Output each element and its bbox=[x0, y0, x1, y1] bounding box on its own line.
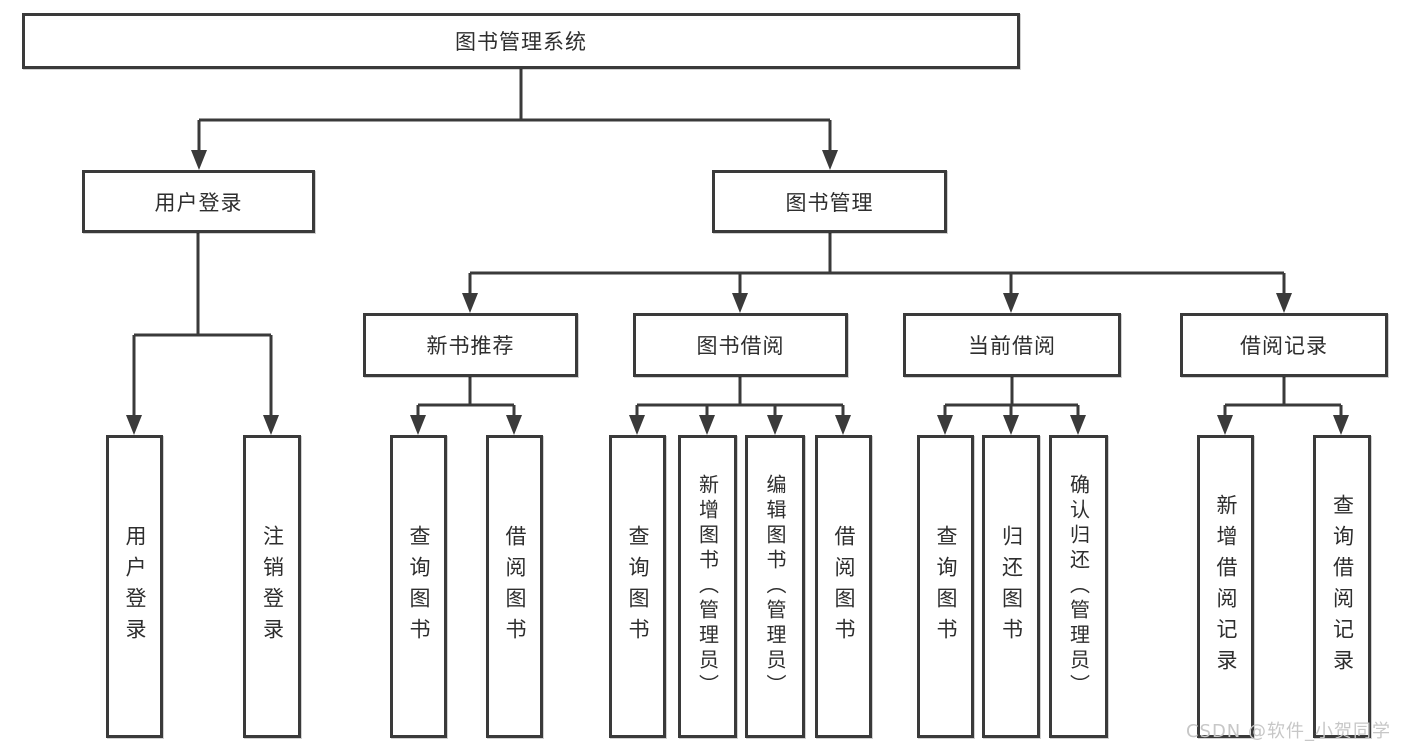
node-library-system: 图书管理系统 bbox=[22, 13, 1020, 69]
leaf-label: 用户登录 bbox=[123, 524, 147, 649]
leaf-label: 查询借阅记录 bbox=[1330, 493, 1355, 680]
node-borrow-records: 借阅记录 bbox=[1180, 313, 1388, 377]
leaf-label: 查询图书 bbox=[934, 524, 958, 649]
node-label: 新书推荐 bbox=[426, 334, 515, 358]
leaf-add-book-admin: 新增图书（管理员） bbox=[678, 435, 737, 738]
leaf-edit-book-admin: 编辑图书（管理员） bbox=[745, 435, 805, 738]
leaf-add-borrow-record: 新增借阅记录 bbox=[1197, 435, 1254, 738]
leaf-return-books: 归还图书 bbox=[982, 435, 1040, 738]
node-label: 图书管理 bbox=[785, 190, 874, 215]
leaf-borrow-query-books: 查询图书 bbox=[609, 435, 666, 738]
leaf-label: 借阅图书 bbox=[503, 524, 527, 649]
leaf-recommend-borrow-books: 借阅图书 bbox=[486, 435, 543, 738]
node-label: 图书借阅 bbox=[696, 334, 785, 358]
node-current-borrow: 当前借阅 bbox=[903, 313, 1121, 377]
leaf-label: 确认归还（管理员） bbox=[1066, 474, 1091, 699]
node-label: 借阅记录 bbox=[1240, 334, 1328, 358]
node-book-management: 图书管理 bbox=[712, 170, 947, 233]
leaf-confirm-return-admin: 确认归还（管理员） bbox=[1049, 435, 1108, 738]
leaf-label: 查询图书 bbox=[407, 524, 431, 649]
node-book-borrow: 图书借阅 bbox=[633, 313, 848, 377]
leaf-label: 借阅图书 bbox=[832, 524, 856, 649]
leaf-query-borrow-record: 查询借阅记录 bbox=[1313, 435, 1371, 738]
leaf-label: 编辑图书（管理员） bbox=[763, 474, 787, 699]
leaf-logout: 注销登录 bbox=[243, 435, 301, 738]
node-label: 图书管理系统 bbox=[455, 30, 587, 54]
leaf-label: 新增借阅记录 bbox=[1214, 493, 1238, 680]
arrowheads bbox=[126, 150, 1349, 435]
node-label: 用户登录 bbox=[154, 190, 243, 215]
leaf-label: 注销登录 bbox=[260, 524, 285, 649]
csdn-watermark: CSDN @软件_小贺同学 bbox=[1185, 721, 1391, 742]
leaf-label: 归还图书 bbox=[999, 524, 1024, 649]
leaf-current-query-books: 查询图书 bbox=[917, 435, 974, 738]
node-label: 当前借阅 bbox=[968, 334, 1056, 358]
leaf-label: 新增图书（管理员） bbox=[695, 474, 720, 699]
leaf-label: 查询图书 bbox=[626, 524, 650, 649]
node-new-book-recommend: 新书推荐 bbox=[363, 313, 578, 377]
leaf-borrow-books: 借阅图书 bbox=[815, 435, 872, 738]
leaf-recommend-query-books: 查询图书 bbox=[390, 435, 447, 738]
node-user-login: 用户登录 bbox=[82, 170, 315, 233]
leaf-user-login: 用户登录 bbox=[106, 435, 163, 738]
